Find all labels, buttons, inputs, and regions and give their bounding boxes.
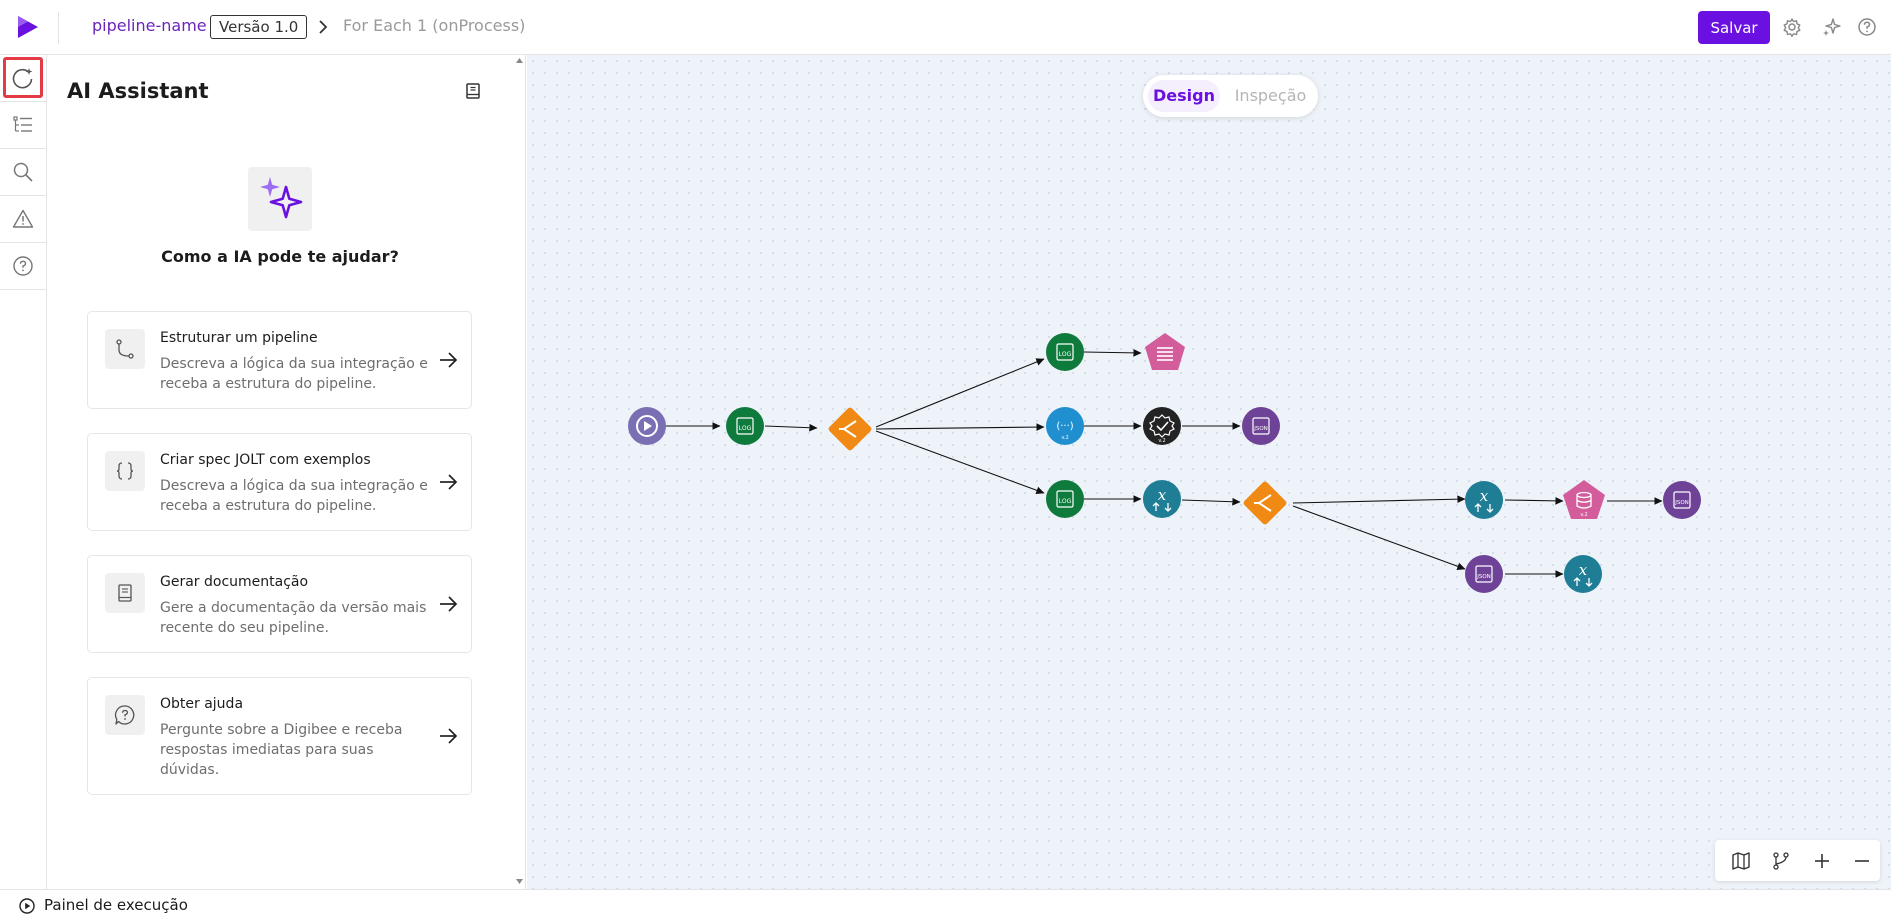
card-jolt-spec[interactable]: Criar spec JOLT com exemplos Descreva a … [87, 433, 472, 531]
svg-text:JSON: JSON [1674, 500, 1689, 506]
branch-path-icon [116, 339, 134, 359]
help-circle-icon[interactable] [1856, 16, 1878, 38]
rail-warnings-button[interactable] [0, 196, 46, 243]
map-icon[interactable] [1730, 850, 1752, 872]
pipeline-name-link[interactable]: pipeline-name [92, 16, 207, 35]
svg-text:x: x [1579, 561, 1588, 579]
sparkles-icon [260, 177, 303, 219]
document-icon [118, 584, 132, 602]
card-title: Estruturar um pipeline [160, 330, 318, 346]
chevron-right-icon [319, 20, 328, 34]
flow-connectors [665, 349, 1663, 578]
play-circle-icon [19, 898, 35, 914]
svg-text:x: x [1158, 486, 1167, 504]
panel-title: AI Assistant [67, 79, 209, 103]
svg-text:(···): (···) [1056, 421, 1073, 432]
ai-assistant-panel: AI Assistant Como a IA pode te ajudar? E… [47, 55, 526, 889]
log-node[interactable]: LOG [726, 407, 764, 445]
card-desc: Descreva a lógica da sua integração e re… [160, 356, 428, 392]
validator-node[interactable]: v.2 [1143, 407, 1181, 445]
ai-assistant-icon [12, 68, 33, 89]
search-icon [13, 162, 33, 182]
execution-panel-label: Painel de execução [44, 896, 188, 914]
warning-icon [12, 209, 34, 228]
question-bubble-icon [114, 705, 135, 725]
svg-text:x: x [1480, 487, 1489, 505]
pipeline-canvas[interactable]: Design Inspeção [527, 55, 1891, 889]
card-icon-box [105, 451, 145, 491]
help-icon [13, 256, 33, 276]
top-header: pipeline-name Versão 1.0 For Each 1 (onP… [0, 0, 1891, 55]
git-branch-icon[interactable] [1770, 850, 1792, 872]
gear-icon[interactable] [1781, 16, 1803, 38]
transformer-node[interactable]: x [1564, 555, 1602, 593]
canvas-controls [1715, 840, 1880, 881]
execution-panel-bar[interactable]: Painel de execução [0, 889, 1891, 919]
version-badge[interactable]: Versão 1.0 [210, 15, 308, 39]
log-node[interactable]: LOG [1046, 333, 1084, 371]
card-desc: Gere a documentação da versão mais recen… [160, 600, 427, 636]
header-divider [58, 12, 59, 44]
pink-storage-node[interactable] [1145, 333, 1185, 370]
save-button[interactable]: Salvar [1698, 11, 1770, 44]
left-rail [0, 55, 47, 889]
card-generate-docs[interactable]: Gerar documentação Gere a documentação d… [87, 555, 472, 653]
card-desc: Pergunte sobre a Digibee e receba respos… [160, 722, 403, 778]
choice-node[interactable] [1242, 480, 1287, 525]
arrow-right-icon [440, 596, 458, 612]
svg-text:JSON: JSON [1476, 574, 1491, 580]
json-node[interactable]: JSON [1663, 481, 1701, 519]
sparkles-hero [248, 167, 312, 231]
log-node[interactable]: LOG [1046, 480, 1084, 518]
zoom-in-icon[interactable] [1811, 850, 1833, 872]
trigger-node[interactable] [628, 407, 666, 445]
mode-toggle: Design Inspeção [1143, 75, 1318, 117]
tab-inspect[interactable]: Inspeção [1234, 86, 1307, 105]
card-structure-pipeline[interactable]: Estruturar um pipeline Descreva a lógica… [87, 311, 472, 409]
zoom-out-icon[interactable] [1851, 850, 1873, 872]
card-icon-box [105, 329, 145, 369]
active-highlight [3, 57, 43, 98]
arrow-right-icon [440, 352, 458, 368]
card-title: Gerar documentação [160, 574, 309, 590]
curly-braces-icon [116, 462, 134, 480]
svg-text:LOG: LOG [1059, 498, 1072, 505]
card-desc: Descreva a lógica da sua integração e re… [160, 478, 428, 514]
rest-node[interactable]: (···) v.2 [1046, 407, 1084, 445]
card-icon-box [105, 695, 145, 735]
panel-scrollbar[interactable] [514, 55, 525, 889]
steps-list-icon [13, 116, 32, 132]
json-node[interactable]: JSON [1465, 555, 1503, 593]
rail-ai-assistant-button[interactable] [0, 55, 46, 102]
rail-steps-button[interactable] [0, 102, 46, 149]
svg-text:LOG: LOG [1059, 351, 1072, 358]
sparkle-ai-icon[interactable] [1821, 16, 1843, 38]
svg-text:v.2: v.2 [1061, 435, 1068, 441]
json-node[interactable]: JSON [1242, 407, 1280, 445]
rail-help-button[interactable] [0, 243, 46, 290]
arrow-right-icon [440, 474, 458, 490]
assistant-question: Como a IA pode te ajudar? [161, 247, 399, 266]
tab-design[interactable]: Design [1148, 80, 1220, 112]
choice-node[interactable] [827, 406, 872, 451]
svg-text:LOG: LOG [739, 425, 752, 432]
svg-text:v.2: v.2 [1580, 512, 1587, 518]
digibee-logo-icon[interactable] [15, 13, 41, 41]
svg-text:v.2: v.2 [1158, 438, 1165, 444]
card-title: Criar spec JOLT com exemplos [160, 452, 371, 468]
database-node[interactable]: v.2 [1563, 480, 1605, 519]
rail-search-button[interactable] [0, 149, 46, 196]
breadcrumb-current: For Each 1 (onProcess) [343, 16, 526, 35]
transformer-node[interactable]: x [1143, 480, 1181, 518]
book-icon[interactable] [463, 81, 483, 101]
card-title: Obter ajuda [160, 696, 244, 712]
transformer-node[interactable]: x [1465, 481, 1503, 519]
card-icon-box [105, 573, 145, 613]
arrow-right-icon [440, 728, 458, 744]
pipeline-flow: LOG LOG (···) v.2 [628, 333, 1701, 593]
card-get-help[interactable]: Obter ajuda Pergunte sobre a Digibee e r… [87, 677, 472, 795]
svg-text:JSON: JSON [1253, 426, 1268, 432]
